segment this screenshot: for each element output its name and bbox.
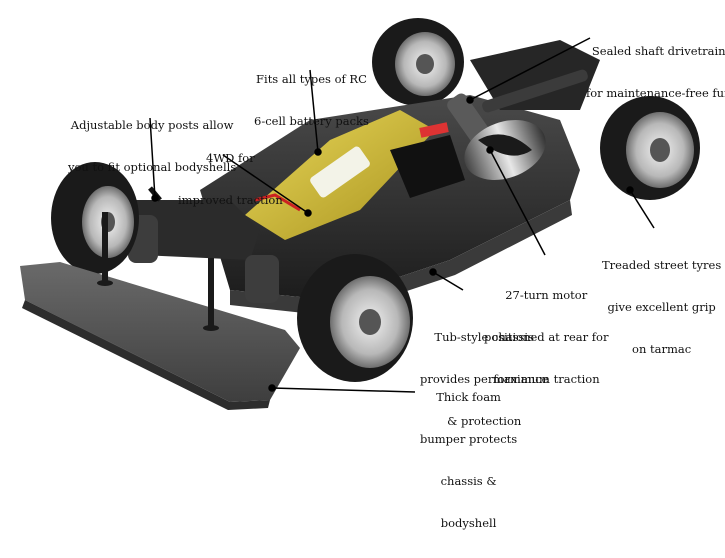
callout-tyres: Treaded street tyres give excellent grip… xyxy=(602,258,722,356)
motor xyxy=(464,120,546,180)
rear-left-wheel xyxy=(372,18,464,106)
battery-pack xyxy=(245,110,435,240)
foam-bumper xyxy=(20,262,300,410)
callout-4wd: 4WD for improved traction xyxy=(178,151,283,207)
callout-body-posts: Adjustable body posts allow you to fit o… xyxy=(68,118,237,174)
rc-car-diagram: Sealed shaft drivetrain for maintenance-… xyxy=(20,18,725,530)
callout-drivetrain: Sealed shaft drivetrain for maintenance-… xyxy=(586,44,725,100)
front-left-wheel xyxy=(51,162,139,274)
front-right-wheel xyxy=(297,254,413,382)
rc-car-illustration xyxy=(20,18,700,410)
callout-motor: 27-turn motor positioned at rear for max… xyxy=(484,288,609,386)
callout-battery: Fits all types of RC 6-cell battery pack… xyxy=(254,72,369,128)
callout-bumper: Thick foam bumper protects chassis & bod… xyxy=(420,390,518,530)
body-posts xyxy=(97,212,219,331)
drivetrain xyxy=(447,40,600,151)
callout-chassis: Tub-style chassis provides performance &… xyxy=(420,330,549,428)
rear-right-wheel xyxy=(600,96,700,200)
leader-lines xyxy=(149,37,655,393)
speed-controller xyxy=(390,122,465,198)
